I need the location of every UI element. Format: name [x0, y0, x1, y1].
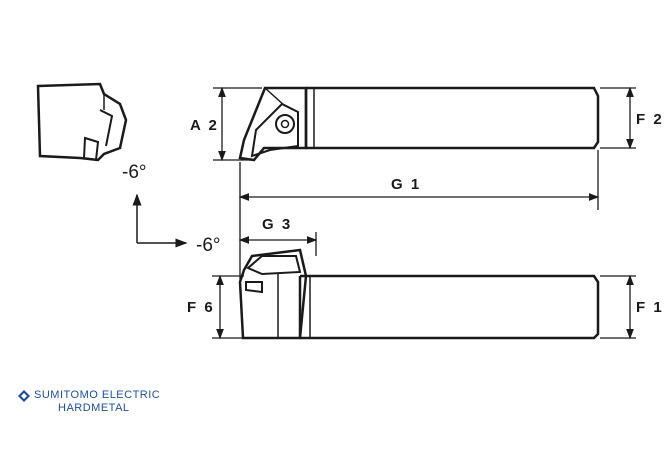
angle-arrows [132, 193, 188, 248]
label-f6: F 6 [187, 299, 215, 316]
dim-a2 [213, 86, 262, 162]
dim-f1 [600, 274, 636, 340]
sumitomo-logo-icon [18, 390, 30, 402]
end-view [36, 82, 128, 162]
label-a2: A 2 [190, 117, 219, 134]
dim-g1 [238, 150, 600, 290]
dim-f6 [212, 274, 244, 340]
label-f2: F 2 [636, 111, 664, 128]
label-g3: G 3 [262, 216, 292, 233]
angle-label-lower: -6° [196, 235, 221, 256]
angle-label-upper: -6° [122, 162, 147, 183]
brand-line-1: SUMITOMO ELECTRIC [34, 389, 161, 401]
brand-line-2: HARDMETAL [58, 402, 130, 414]
side-view-holder [238, 248, 600, 340]
label-g1: G 1 [391, 176, 421, 193]
dim-f2 [600, 86, 636, 150]
top-view-holder [238, 86, 600, 162]
dim-g3 [238, 232, 318, 256]
label-f1: F 1 [636, 299, 664, 316]
